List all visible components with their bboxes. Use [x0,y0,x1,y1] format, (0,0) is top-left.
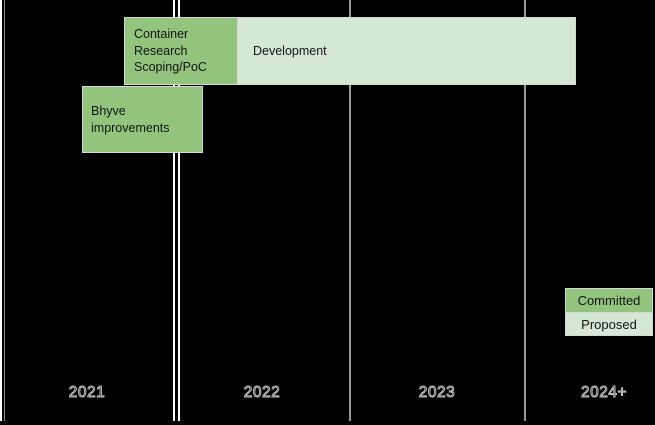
year-label-2022: 2022 [243,384,281,402]
year-label-2024-plus: 2024+ [580,384,628,402]
year-divider-2023-2024-line [524,0,526,421]
task-bar-bhyve-improvements: Bhyve improvements [82,86,203,153]
task-label: Development [253,43,327,58]
legend-item-committed: Committed [566,289,652,312]
timeline-left-edge-line-secondary [4,0,5,421]
task-label: Container Research Scoping/PoC [134,27,207,75]
year-label-2021: 2021 [68,384,106,402]
year-divider-2022-2023-line [349,0,351,421]
task-bar-development: Development [237,17,576,85]
task-bar-container-research-scoping-poc: Container Research Scoping/PoC [124,17,238,85]
timeline-left-edge-line [0,0,2,421]
legend-item-label: Proposed [581,316,637,332]
legend: Committed Proposed [565,288,653,336]
year-label-2023: 2023 [418,384,456,402]
year-divider-2021-2022-line-secondary [178,0,180,421]
legend-item-proposed: Proposed [566,312,652,335]
year-divider-2021-2022-line [173,0,175,421]
task-label: Bhyve improvements [91,104,170,135]
legend-item-label: Committed [577,293,641,308]
